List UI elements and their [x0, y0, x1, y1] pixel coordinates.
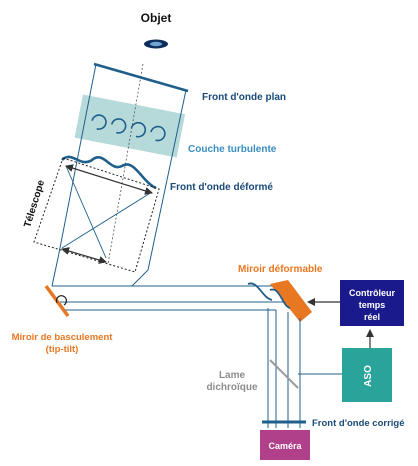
tiptilt-label-line1: Miroir de basculement	[12, 332, 114, 343]
controller-label-line2: temps	[359, 300, 386, 310]
deformable-mirror-label: Miroir déformable	[238, 264, 323, 275]
telescope-beam	[61, 165, 153, 259]
rotation-arrow-icon	[55, 295, 68, 306]
wavefront-corrected-label: Front d'onde corrigé	[312, 418, 405, 429]
dichroic-label-line1: Lame	[219, 370, 246, 381]
controller-label-line1: Contrôleur	[349, 288, 395, 298]
turbulent-layer-box	[74, 94, 186, 158]
object-label: Objet	[141, 11, 172, 25]
secondary-aperture-arrow	[61, 247, 107, 264]
wfs-box	[342, 348, 392, 402]
vertical-beam	[267, 308, 301, 428]
camera-label: Caméra	[268, 441, 302, 451]
horizontal-beam	[51, 257, 298, 311]
galaxy-icon	[144, 39, 168, 49]
turbulence-eddies	[91, 114, 166, 142]
deformable-mirror	[247, 280, 312, 322]
dichroic-plate	[269, 359, 299, 389]
tiptilt-mirror	[44, 284, 70, 318]
telescope-label: Télescope	[22, 178, 47, 228]
turbulent-layer-label: Couche turbulente	[188, 144, 277, 155]
plane-wavefront	[93, 62, 189, 93]
tiptilt-label-line2: (tip-tilt)	[46, 344, 79, 355]
dichroic-label-line2: dichroïque	[206, 382, 258, 393]
camera-box	[260, 430, 310, 460]
primary-aperture-arrow	[65, 164, 153, 195]
wavefront-plane-label: Front d'onde plan	[202, 92, 286, 103]
turbulent-layer	[74, 94, 186, 158]
wfs-label: ASO	[363, 365, 374, 387]
controller-label-line3: réel	[364, 312, 380, 322]
controller-box	[340, 280, 404, 326]
wavefront-deformed-label: Front d'onde déformé	[170, 182, 273, 193]
